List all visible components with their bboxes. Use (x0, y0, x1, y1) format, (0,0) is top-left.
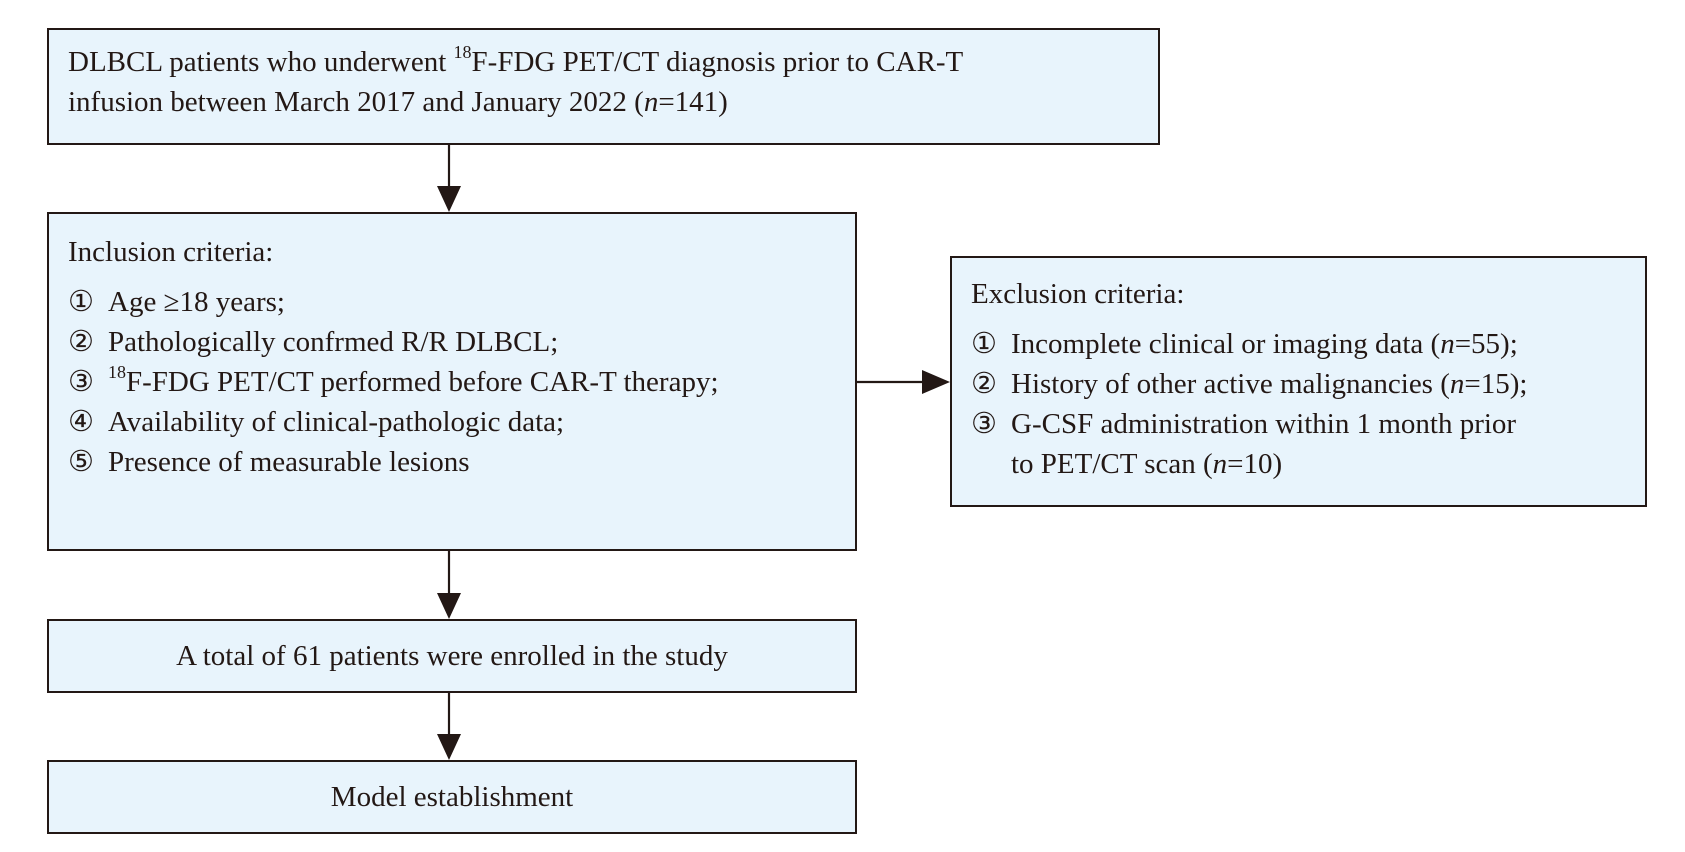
enrolled-total-box: A total of 61 patients were enrolled in … (47, 619, 857, 693)
model-establishment-box: Model establishment (47, 760, 857, 834)
population-line-1: DLBCL patients who underwent 18F-FDG PET… (68, 42, 964, 78)
enrolled-total-text: A total of 61 patients were enrolled in … (176, 640, 728, 672)
inclusion-title: Inclusion criteria: (68, 236, 274, 268)
exclusion-item-continuation: to PET/CT scan (n=10) (1011, 448, 1283, 480)
study-population-box: DLBCL patients who underwent 18F-FDG PET… (47, 28, 1160, 145)
exclusion-title: Exclusion criteria: (971, 278, 1185, 310)
model-establishment-text: Model establishment (330, 781, 574, 813)
population-line-2: infusion between March 2017 and January … (68, 86, 728, 118)
